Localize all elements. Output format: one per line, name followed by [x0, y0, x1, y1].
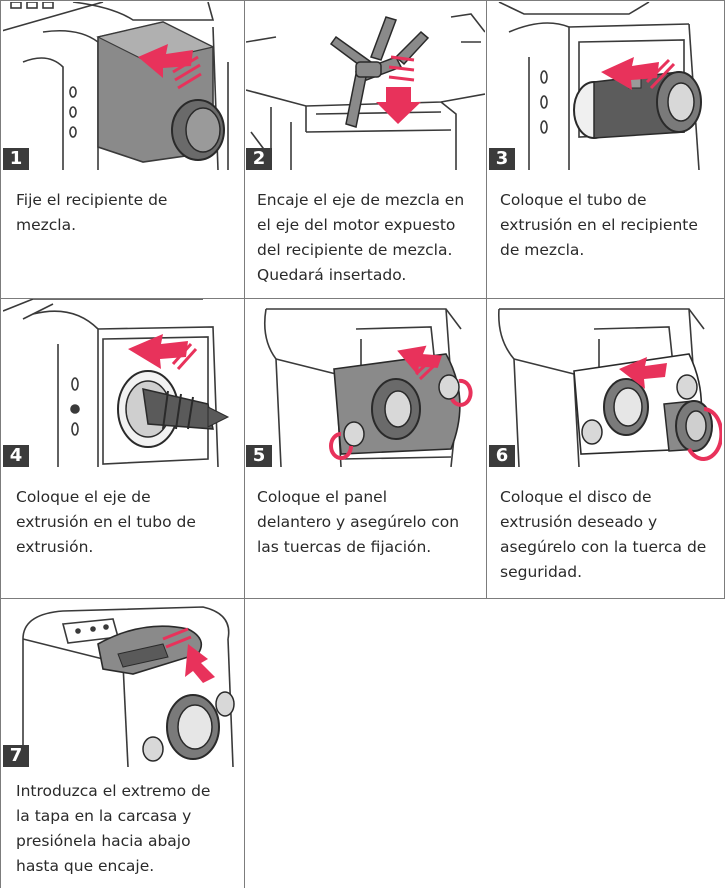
step-5: 5 Coloque el panel delantero y asegúrelo…: [245, 299, 486, 598]
step-7: 7 Introduzca el extremo de la tapa en la…: [1, 599, 244, 888]
step-caption: Coloque el panel delantero y asegúrelo c…: [257, 488, 460, 556]
step-caption: Coloque el tubo de extrusión en el recip…: [500, 191, 698, 259]
step-illustration: 5: [246, 299, 485, 467]
step-illustration: 6: [489, 299, 722, 467]
step-3: 3 Coloque el tubo de extrusión en el rec…: [487, 1, 724, 298]
extrusion-disc-illustration: [497, 308, 722, 467]
step-number-badge: 4: [3, 445, 29, 467]
step-illustration: 1: [3, 2, 242, 170]
step-1: 1 Fije el recipiente de mezcla.: [1, 1, 244, 298]
grid-line: [0, 0, 1, 888]
step-illustration: 2: [246, 2, 485, 170]
grid-line: [0, 598, 725, 599]
extrusion-tube-illustration: [498, 2, 702, 170]
step-illustration: 4: [3, 299, 242, 467]
step-number-badge: 6: [489, 445, 515, 467]
step-number-badge: 3: [489, 148, 515, 170]
extrusion-shaft-illustration: [3, 299, 230, 467]
front-panel-illustration: [263, 308, 473, 467]
step-number-badge: 5: [246, 445, 272, 467]
mixing-shaft-illustration: [246, 13, 485, 170]
step-number-badge: 7: [3, 745, 29, 767]
mixing-bowl-illustration: [3, 2, 229, 170]
step-2: 2 Encaje el eje de mezcla en el eje del …: [245, 1, 486, 298]
step-number-badge: 2: [246, 148, 272, 170]
grid-line: [486, 0, 487, 598]
step-number-badge: 1: [3, 148, 29, 170]
grid-line: [244, 0, 245, 888]
step-caption: Coloque el disco de extrusión deseado y …: [500, 488, 707, 581]
step-illustration: 3: [489, 2, 722, 170]
lid-illustration: [22, 606, 235, 767]
grid-line: [0, 0, 725, 1]
step-4: 4 Coloque el eje de extrusión en el tubo…: [1, 299, 244, 598]
step-illustration: 7: [3, 599, 242, 767]
step-caption: Introduzca el extremo de la tapa en la c…: [16, 782, 211, 875]
step-caption: Encaje el eje de mezcla en el eje del mo…: [257, 191, 465, 284]
grid-line: [0, 298, 725, 299]
step-caption: Fije el recipiente de mezcla.: [16, 191, 168, 234]
step-6: 6 Coloque el disco de extrusión deseado …: [487, 299, 724, 598]
step-caption: Coloque el eje de extrusión en el tubo d…: [16, 488, 196, 556]
